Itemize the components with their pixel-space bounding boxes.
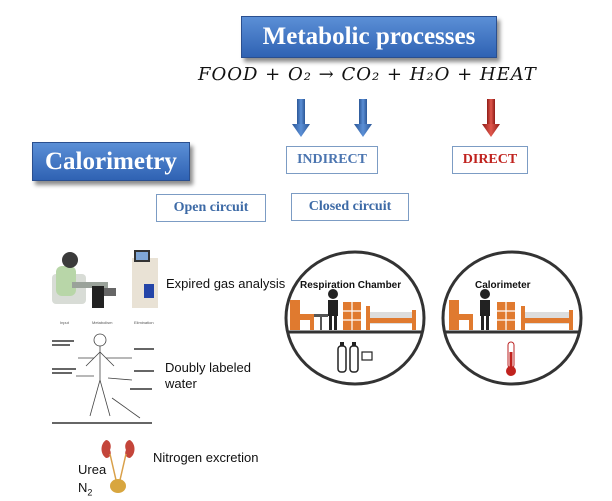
kidney-illustration: [101, 440, 135, 493]
n2-label: N2: [78, 480, 92, 498]
expired-gas-analysis-label: Expired gas analysis: [166, 276, 286, 291]
calorimeter-label: Calorimeter: [475, 280, 531, 291]
expired-gas-illustration: [52, 250, 158, 308]
doubly-labeled-water-illustration: Input Metabolism Elimination: [52, 320, 154, 424]
indirect-box: INDIRECT: [286, 146, 378, 174]
metabolic-equation: FOOD + O₂ → CO₂ + H₂O + HEAT: [198, 64, 537, 85]
svg-text:Input: Input: [60, 320, 70, 325]
n2-base: N: [78, 480, 88, 495]
closed-circuit-box: Closed circuit: [291, 193, 409, 221]
urea-label: Urea: [78, 462, 107, 477]
respiration-chamber-illustration: [284, 250, 426, 386]
open-circuit-box: Open circuit: [156, 194, 266, 222]
arrow-co2: [354, 99, 372, 137]
nitrogen-excretion-label: Nitrogen excretion: [153, 450, 259, 465]
doubly-labeled-water-label: Doubly labeled water: [165, 360, 252, 391]
calorimeter-illustration: [441, 250, 583, 386]
calorimetry-title: Calorimetry: [32, 142, 190, 181]
n2-subscript: 2: [87, 487, 93, 498]
metabolic-processes-title: Metabolic processes: [241, 16, 497, 58]
direct-box: DIRECT: [452, 146, 528, 174]
svg-text:Metabolism: Metabolism: [92, 320, 113, 325]
svg-text:Elimination: Elimination: [134, 320, 154, 325]
respiration-chamber-label: Respiration Chamber: [300, 280, 402, 291]
arrow-o2: [292, 99, 310, 137]
arrow-heat: [482, 99, 500, 137]
